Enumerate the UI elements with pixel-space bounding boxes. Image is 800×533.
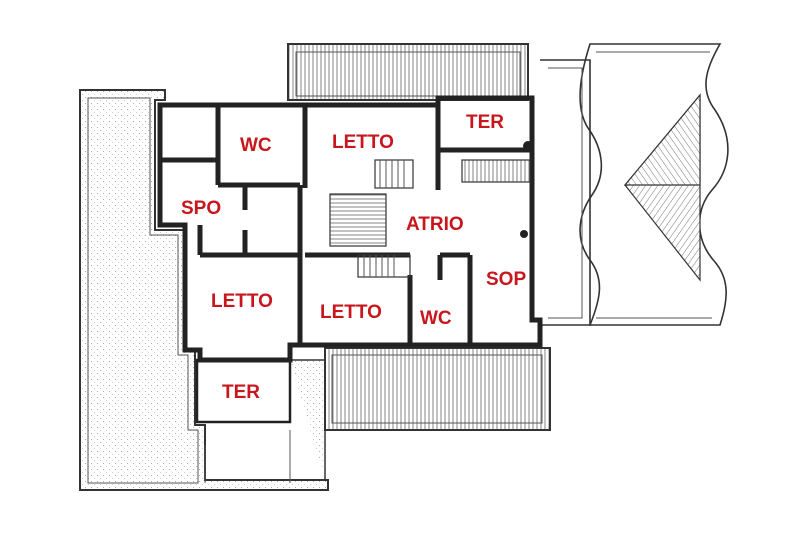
right-roof bbox=[540, 43, 729, 326]
building-walls bbox=[157, 95, 543, 424]
left-terrace bbox=[79, 89, 329, 491]
room-label-letto-left: LETTO bbox=[211, 291, 273, 312]
stairs bbox=[329, 141, 533, 278]
room-label-letto-mid: LETTO bbox=[320, 302, 382, 323]
room-label-wc-bottom: WC bbox=[420, 308, 452, 329]
room-label-spo: SPO bbox=[181, 198, 221, 219]
top-terrace bbox=[287, 43, 529, 101]
room-label-wc-top: WC bbox=[240, 135, 272, 156]
room-label-sop: SOP bbox=[486, 269, 526, 290]
room-label-letto-top: LETTO bbox=[332, 132, 394, 153]
room-label-ter-bottom: TER bbox=[222, 382, 260, 403]
room-label-atrio: ATRIO bbox=[406, 214, 464, 235]
bottom-terrace bbox=[324, 347, 551, 431]
room-label-ter-top: TER bbox=[466, 112, 504, 133]
room-labels: WC LETTO TER SPO ATRIO SOP LETTO LETTO W… bbox=[181, 112, 526, 403]
